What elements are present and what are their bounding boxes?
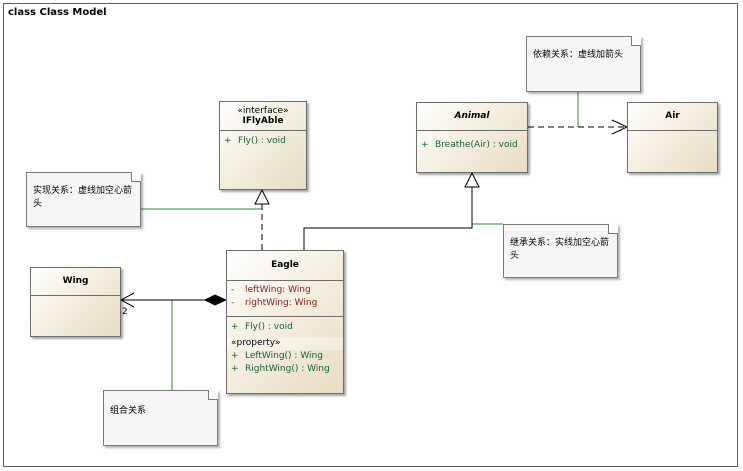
inheritance-line (303, 187, 473, 250)
wing-name: Wing (62, 276, 89, 286)
class-air[interactable]: Air (627, 102, 718, 173)
eagle-attr-rightwing: -rightWing: Wing (231, 298, 318, 308)
note-fold-icon (208, 390, 218, 400)
air-name: Air (665, 111, 680, 121)
animal-op: +Breathe(Air) : void (421, 140, 518, 150)
class-animal[interactable]: Animal +Breathe(Air) : void (416, 102, 528, 173)
eagle-name: Eagle (271, 260, 299, 270)
eagle-attr-leftwing: -leftWing: Wing (231, 285, 311, 295)
note-inheritance-text: 继承关系：实线加空心箭头 (510, 238, 610, 261)
iflyable-op: +Fly() : void (224, 136, 286, 146)
frame-title: class Class Model (4, 4, 113, 22)
class-iflyable[interactable]: «interface» IFlyAble +Fly() : void (219, 101, 307, 190)
eagle-property-stereotype: «property» (227, 337, 343, 350)
note-realization-text: 实现关系：虚线加空心箭头 (33, 186, 133, 209)
note-realization[interactable]: 实现关系：虚线加空心箭头 (26, 172, 141, 227)
composition-diamond (203, 294, 228, 306)
iflyable-name: IFlyAble (242, 116, 284, 126)
inheritance-arrowhead (464, 171, 480, 188)
animal-name: Animal (454, 111, 490, 121)
note-composition-text: 组合关系 (110, 406, 147, 416)
eagle-op-fly: +Fly() : void (231, 322, 293, 332)
composition-arrowhead (119, 292, 135, 308)
note-fold-icon (631, 36, 641, 46)
iflyable-stereotype: «interface» (237, 106, 289, 116)
eagle-prop-leftwing: +LeftWing() : Wing (231, 351, 323, 361)
class-eagle[interactable]: Eagle -leftWing: Wing -rightWing: Wing +… (226, 250, 344, 394)
note-fold-icon (131, 172, 141, 182)
diagram-frame (3, 3, 738, 467)
realization-arrowhead (254, 188, 270, 205)
note-dependency-text: 依赖关系：虚线加箭头 (533, 50, 624, 60)
eagle-prop-rightwing: +RightWing() : Wing (231, 364, 330, 374)
multiplicity-wing: 2 (122, 307, 128, 317)
note-inheritance[interactable]: 继承关系：实线加空心箭头 (503, 224, 618, 278)
note-fold-icon (608, 224, 618, 234)
note-dependency[interactable]: 依赖关系：虚线加箭头 (526, 36, 641, 92)
note-composition[interactable]: 组合关系 (103, 390, 218, 446)
class-wing[interactable]: Wing (30, 267, 121, 337)
